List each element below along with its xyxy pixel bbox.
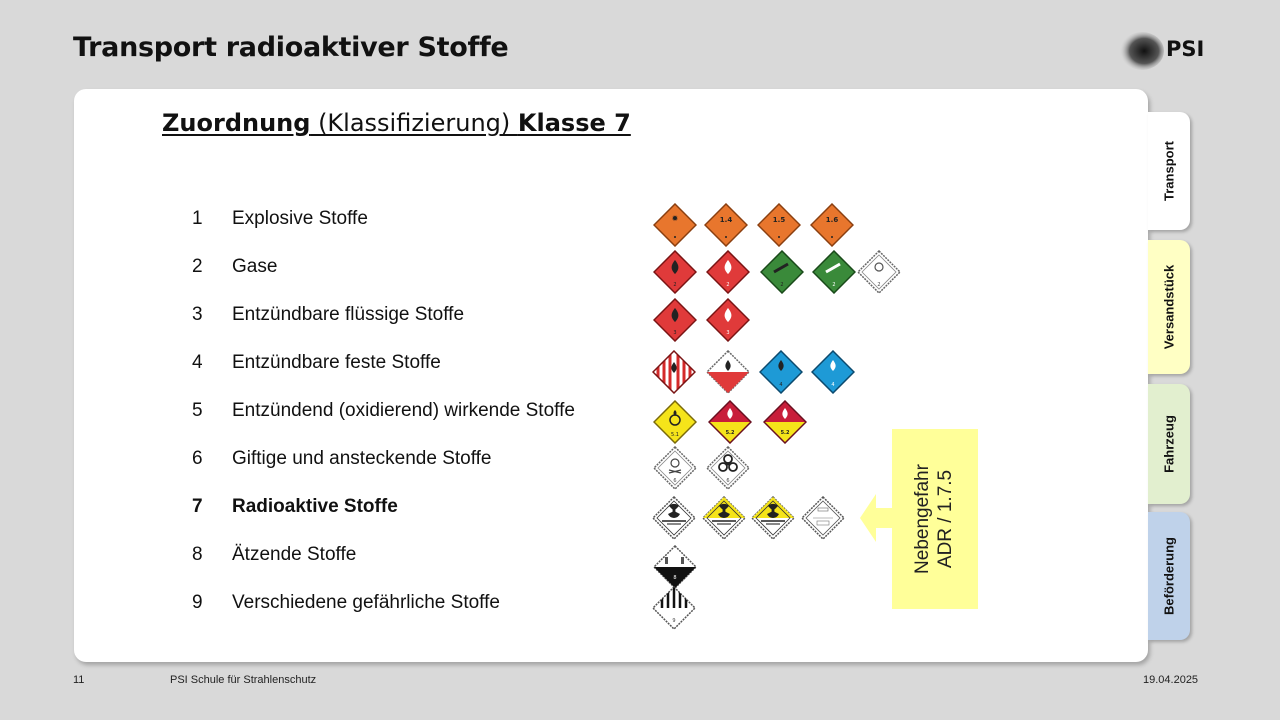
flammable-gas-white-label-icon: 2 (706, 250, 750, 294)
class-label: Explosive Stoffe (232, 208, 368, 229)
biohazard-label-icon: 6 (706, 446, 750, 490)
subtitle: Zuordnung (Klassifizierung) Klasse 7 (162, 109, 631, 137)
non-flammable-gas-label-icon: 2 (760, 250, 804, 294)
svg-text:6: 6 (673, 478, 676, 484)
class-row-1: 1 Explosive Stoffe (192, 208, 712, 256)
non-flammable-gas-white-label-icon: 2 (812, 250, 856, 294)
class-label: Giftige und ansteckende Stoffe (232, 448, 492, 469)
callout-arrow-icon (860, 494, 892, 542)
svg-text:3: 3 (673, 330, 676, 336)
svg-text:2: 2 (726, 282, 729, 288)
svg-text:2: 2 (780, 282, 783, 288)
class-label: Ätzende Stoffe (232, 544, 357, 565)
tab-label: Transport (1161, 141, 1177, 201)
dangerous-when-wet-white-label-icon: 4 (811, 350, 855, 394)
class-label: Entzündbare feste Stoffe (232, 352, 441, 373)
tab-versandstueck[interactable]: Versandstück (1148, 240, 1190, 374)
explosive-label-icon: ✹ (653, 203, 697, 247)
class-number: 8 (192, 544, 203, 565)
page-title: Transport radioaktiver Stoffe (73, 32, 509, 63)
organic-peroxide-2-label-icon: 5.2 (763, 400, 807, 444)
class-label: Radioaktive Stoffe (232, 496, 398, 517)
logo-text: PSI (1166, 37, 1205, 61)
psi-logo: PSI (1112, 30, 1212, 72)
oxidizer-label-icon: 5.1 (653, 400, 697, 444)
label-text: 1.5 (773, 216, 786, 224)
class-number: 7 (192, 496, 203, 517)
class-number: 1 (192, 208, 203, 229)
subtitle-klasse: Klasse 7 (517, 109, 631, 137)
tab-label: Versandstück (1161, 264, 1177, 350)
class-row-7: 7 Radioaktive Stoffe (192, 496, 712, 544)
class-row-6: 6 Giftige und ansteckende Stoffe (192, 448, 712, 496)
tab-befoerderung[interactable]: Beförderung (1148, 512, 1190, 640)
flammable-liquid-white-label-icon: 3 (706, 298, 750, 342)
class-number: 9 (192, 592, 203, 613)
svg-text:2: 2 (877, 282, 880, 288)
class-row-2: 2 Gase (192, 256, 712, 304)
class-number: 5 (192, 400, 203, 421)
class-row-8: 8 Ätzende Stoffe (192, 544, 712, 592)
miscellaneous-label-icon: 9 (652, 586, 696, 630)
class-number: 6 (192, 448, 203, 469)
class-label: Gase (232, 256, 278, 277)
toxic-gas-label-icon: 2 (857, 250, 901, 294)
footer-date: 19.04.2025 (1143, 674, 1199, 686)
fissile-label-icon (801, 496, 845, 540)
tab-transport[interactable]: Transport (1148, 112, 1190, 230)
organic-peroxide-label-icon: 5.2 (708, 400, 752, 444)
class-number: 4 (192, 352, 203, 373)
dangerous-when-wet-label-icon: 4 (759, 350, 803, 394)
class-number: 3 (192, 304, 203, 325)
psi-logo-icon (1120, 32, 1164, 70)
callout-box: Nebengefahr ADR / 1.7.5 (892, 429, 978, 609)
content-card: Zuordnung (Klassifizierung) Klasse 7 1 Ex… (74, 89, 1148, 662)
callout-text: Nebengefahr ADR / 1.7.5 (892, 429, 978, 609)
svg-text:4: 4 (779, 382, 782, 388)
subtitle-klassifizierung: (Klassifizierung) (310, 109, 518, 137)
class-number: 2 (192, 256, 203, 277)
class-row-9: 9 Verschiedene gefährliche Stoffe (192, 592, 712, 640)
label-text: 5.1 (671, 432, 679, 438)
corrosive-label-icon: 8 (653, 545, 697, 589)
callout-line-1: Nebengefahr (912, 464, 934, 574)
svg-text:4: 4 (831, 382, 834, 388)
class-label: Verschiedene gefährliche Stoffe (232, 592, 500, 613)
flammable-solid-label-icon (652, 350, 696, 394)
radioactive-II-label-icon (702, 496, 746, 540)
label-text: 5.2 (726, 430, 735, 436)
label-text: 1.4 (720, 216, 733, 224)
svg-text:6: 6 (726, 478, 729, 484)
subtitle-zuordnung: Zuordnung (162, 109, 311, 137)
svg-text:8: 8 (673, 575, 676, 581)
footer-school: PSI Schule für Strahlenschutz (170, 674, 317, 686)
explosive-1-6-label-icon: 1.6 (810, 203, 854, 247)
radioactive-III-label-icon (751, 496, 795, 540)
explosive-1-4-label-icon: 1.4 (704, 203, 748, 247)
label-text: 5.2 (781, 430, 790, 436)
toxic-label-icon: 6 (653, 446, 697, 490)
flammable-gas-label-icon: 2 (653, 250, 697, 294)
class-label: Entzündend (oxidierend) wirkende Stoffe (232, 400, 575, 421)
spontaneously-combustible-label-icon (706, 350, 750, 394)
svg-text:9: 9 (672, 618, 675, 624)
class-row-3: 3 Entzündbare flüssige Stoffe (192, 304, 712, 352)
class-label: Entzündbare flüssige Stoffe (232, 304, 465, 325)
page-number: 11 (73, 674, 85, 686)
svg-text:2: 2 (832, 282, 835, 288)
tab-label: Fahrzeug (1161, 415, 1177, 473)
callout-line-2: ADR / 1.7.5 (935, 469, 956, 569)
svg-text:3: 3 (726, 330, 729, 336)
class-row-4: 4 Entzündbare feste Stoffe (192, 352, 712, 400)
label-text: 1.6 (826, 216, 839, 224)
radioactive-I-label-icon (652, 496, 696, 540)
svg-text:2: 2 (673, 282, 676, 288)
tab-fahrzeug[interactable]: Fahrzeug (1148, 384, 1190, 504)
explosive-1-5-label-icon: 1.5 (757, 203, 801, 247)
tab-label: Beförderung (1161, 537, 1177, 615)
flammable-liquid-label-icon: 3 (653, 298, 697, 342)
svg-text:✹: ✹ (672, 214, 679, 223)
class-row-5: 5 Entzündend (oxidierend) wirkende Stoffe (192, 400, 712, 448)
